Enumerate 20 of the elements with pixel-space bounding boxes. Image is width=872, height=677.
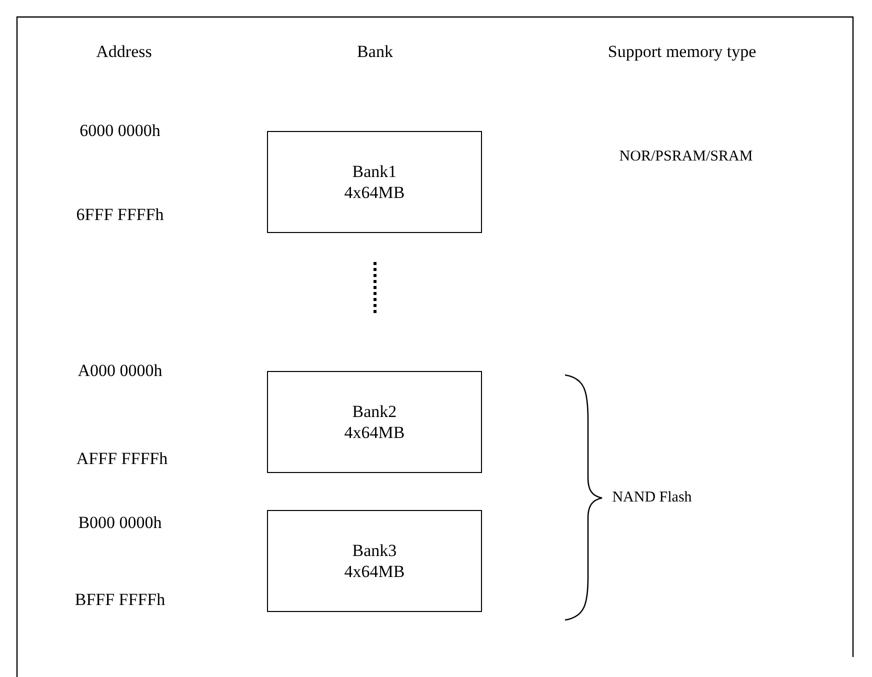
bank-name: Bank1 [352,160,397,182]
bank-size: 4x64MB [344,561,405,582]
address-label: AFFF FFFFh [76,449,168,469]
bank-box [267,510,482,612]
column-header: Bank [357,42,393,62]
address-label: 6000 0000h [80,121,160,141]
column-header: Address [96,42,152,62]
address-label: A000 0000h [78,361,162,381]
bank-name: Bank2 [352,400,397,422]
bank-size: 4x64MB [344,422,405,444]
column-header: Support memory type [608,42,756,62]
address-label: 6FFF FFFFh [76,205,164,225]
bank-name: Bank3 [352,540,397,561]
bank-box [267,371,482,473]
address-label: B000 0000h [78,513,162,533]
memory-type-label: NOR/PSRAM/SRAM [619,148,753,166]
memory-type-label: NAND Flash [612,490,692,506]
bank-size: 4x64MB [344,182,405,204]
bank-box [267,131,482,233]
address-label: BFFF FFFFh [74,590,166,610]
